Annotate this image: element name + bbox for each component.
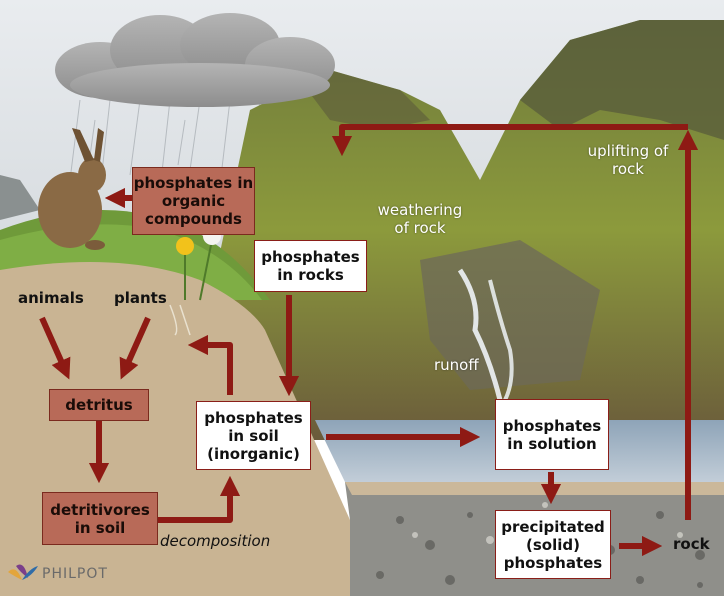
arrow-plants-to-detritus [119, 316, 151, 380]
waterfall [457, 268, 503, 401]
arrow-soil-to-plants [187, 334, 233, 395]
label-weathering: weathering of rock [377, 201, 463, 237]
label-plants: plants [114, 289, 167, 307]
box-detritivores: detritivores in soil [42, 492, 158, 545]
label-runoff: runoff [434, 356, 479, 374]
logo: PHILPOT [42, 566, 108, 582]
hare-illustration [38, 128, 106, 250]
box-detritus: detritus [49, 389, 149, 421]
arrow-animals-to-detritus [39, 316, 71, 380]
logo-text: PHILPOT [42, 566, 108, 582]
logo-mark [8, 564, 38, 580]
rain-cloud [55, 13, 335, 107]
arrow-weathering [331, 124, 688, 157]
box-phosphates-soil: phosphates in soil (inorganic) [196, 401, 311, 470]
label-uplifting: uplifting of rock [587, 142, 669, 178]
label-decomposition: decomposition [160, 532, 271, 550]
box-phosphates-rocks: phosphates in rocks [254, 240, 367, 292]
cycle-arrows [39, 124, 699, 557]
arrow-decomposition [158, 475, 241, 523]
box-precipitated-phosphates: precipitated (solid) phosphates [495, 510, 611, 579]
label-rock: rock [673, 535, 710, 553]
box-phosphates-solution: phosphates in solution [495, 399, 609, 470]
label-animals: animals [18, 289, 84, 307]
box-phosphates-organic: phosphates in organic compounds [132, 167, 255, 235]
